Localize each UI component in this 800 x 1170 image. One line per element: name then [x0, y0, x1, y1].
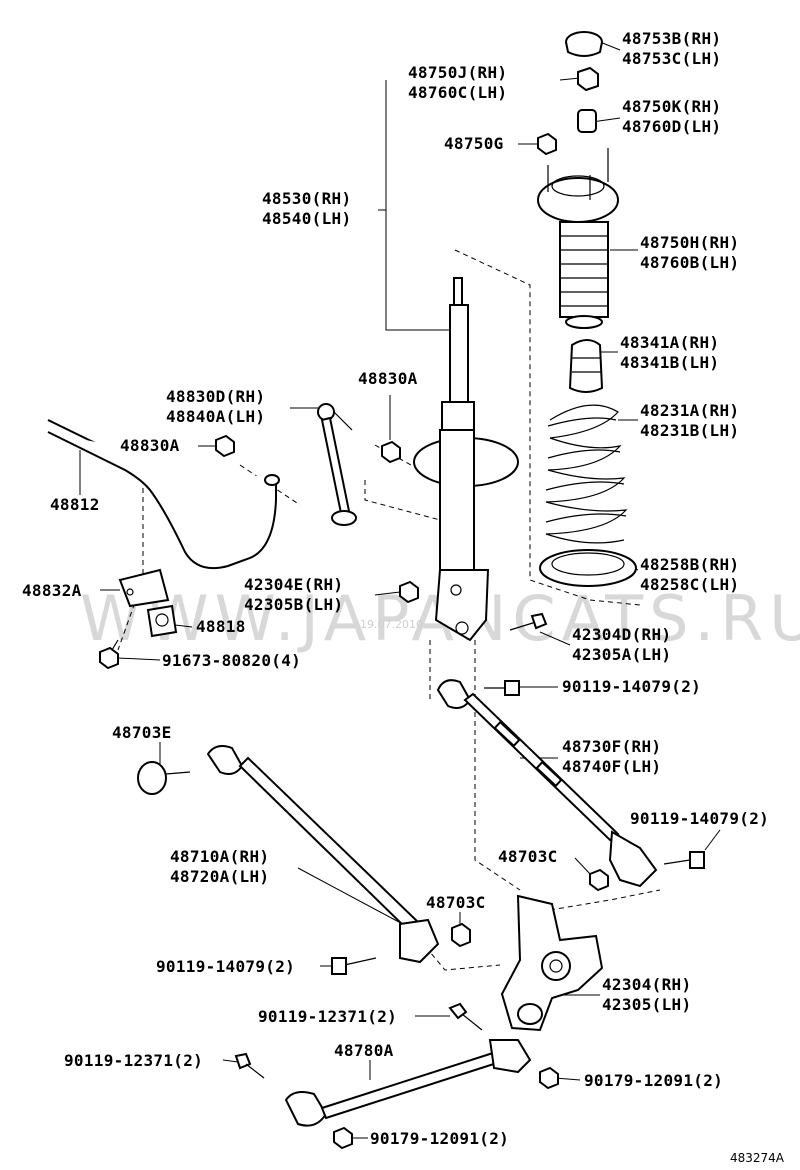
label-48840A: 48840A(LH): [166, 407, 265, 426]
upper-support-48750H: [537, 148, 619, 329]
label-48760C: 48760C(LH): [408, 83, 507, 102]
label-42304E: 42304E(RH): [244, 575, 343, 594]
label-90119-14079-a: 90119-14079(2): [562, 677, 701, 696]
nut-icon-48830A-left: [215, 434, 235, 458]
bolt-icon-90119-a: [484, 680, 520, 696]
label-48780A: 48780A: [334, 1041, 394, 1060]
label-48730F: 48730F(RH): [562, 737, 661, 756]
label-48341A: 48341A(RH): [620, 333, 719, 352]
lateral-link-48730F: [436, 679, 658, 888]
knuckle-42304: [500, 894, 604, 1032]
nut-icon-48703C-a: [589, 868, 609, 892]
cushion-48750K: [577, 109, 597, 133]
trailing-arm-48710A: [206, 745, 440, 964]
nut-icon-42304E: [399, 580, 419, 604]
label-48740F: 48740F(LH): [562, 757, 661, 776]
label-42305B: 42305B(LH): [244, 595, 343, 614]
label-48231A: 48231A(RH): [640, 401, 739, 420]
bushing-48818: [146, 604, 178, 638]
label-90119-12371-b: 90119-12371(2): [64, 1051, 203, 1070]
nut-icon-48750J: [577, 66, 599, 92]
coil-spring-48231: [545, 404, 628, 544]
bump-stop-48341: [568, 339, 604, 393]
spring-seat-48258: [539, 549, 637, 587]
shock-absorber-48530: [413, 277, 519, 642]
label-48703C-a: 48703C: [498, 847, 558, 866]
label-48830A-top: 48830A: [358, 369, 418, 388]
label-48830D: 48830D(RH): [166, 387, 265, 406]
label-48750J: 48750J(RH): [408, 63, 507, 82]
label-48703E: 48703E: [112, 723, 172, 742]
label-48750K: 48750K(RH): [622, 97, 721, 116]
label-42304: 42304(RH): [602, 975, 691, 994]
label-48753B: 48753B(RH): [622, 29, 721, 48]
label-48258C: 48258C(LH): [640, 575, 739, 594]
label-48760D: 48760D(LH): [622, 117, 721, 136]
leader-lines: [79, 41, 721, 1139]
label-91673: 91673-80820(4): [162, 651, 301, 670]
stabilizer-link-48830D: [317, 403, 357, 526]
label-90119-14079-c: 90119-14079(2): [156, 957, 295, 976]
label-42304D: 42304D(RH): [572, 625, 671, 644]
label-48760B: 48760B(LH): [640, 253, 739, 272]
label-90179-12091-b: 90179-12091(2): [370, 1129, 509, 1148]
label-48703C-b: 48703C: [426, 893, 486, 912]
label-42305A: 42305A(LH): [572, 645, 671, 664]
label-48753C: 48753C(LH): [622, 49, 721, 68]
nut-icon-48703C-b: [451, 922, 471, 948]
nut-icon-48750G: [537, 132, 557, 156]
label-48710A: 48710A(RH): [170, 847, 269, 866]
label-48540: 48540(LH): [262, 209, 351, 228]
bushing-48703E: [137, 761, 191, 795]
bolt-icon-90119-b: [663, 851, 705, 869]
label-48812: 48812: [50, 495, 100, 514]
label-48341B: 48341B(LH): [620, 353, 719, 372]
label-90179-12091-a: 90179-12091(2): [584, 1071, 723, 1090]
label-48231B: 48231B(LH): [640, 421, 739, 440]
bolt-icon-90119-12371-b: [234, 1052, 265, 1079]
label-48750H: 48750H(RH): [640, 233, 739, 252]
label-90119-12371-a: 90119-12371(2): [258, 1007, 397, 1026]
label-48818: 48818: [196, 617, 246, 636]
label-48830A-left: 48830A: [120, 436, 180, 455]
part-labels: 48753B(RH) 48753C(LH) 48750J(RH) 48760C(…: [22, 29, 769, 1148]
nut-icon-48830A-top: [381, 440, 401, 464]
watermark-date: 19.07.2010: [360, 618, 423, 631]
label-42305: 42305(LH): [602, 995, 691, 1014]
bolt-icon-90119-12371-a: [448, 1002, 483, 1031]
nut-icon-90179-b: [333, 1126, 353, 1150]
label-48832A: 48832A: [22, 581, 82, 600]
label-48530: 48530(RH): [262, 189, 351, 208]
bracket-48832A: [118, 568, 170, 608]
label-48750G: 48750G: [444, 134, 504, 153]
label-48720A: 48720A(LH): [170, 867, 269, 886]
bolt-icon-91673: [99, 639, 119, 670]
lower-link-48780A: [284, 1039, 532, 1127]
label-48258B: 48258B(RH): [640, 555, 739, 574]
bolt-icon-90119-c: [331, 957, 377, 975]
nut-icon-90179-a: [539, 1066, 559, 1090]
diagram-code: 483274A: [730, 1151, 785, 1165]
stabilizer-bar-48812: [47, 419, 280, 570]
label-90119-14079-b: 90119-14079(2): [630, 809, 769, 828]
upper-cap: [565, 31, 603, 57]
bolt-icon-42304D: [509, 612, 548, 631]
